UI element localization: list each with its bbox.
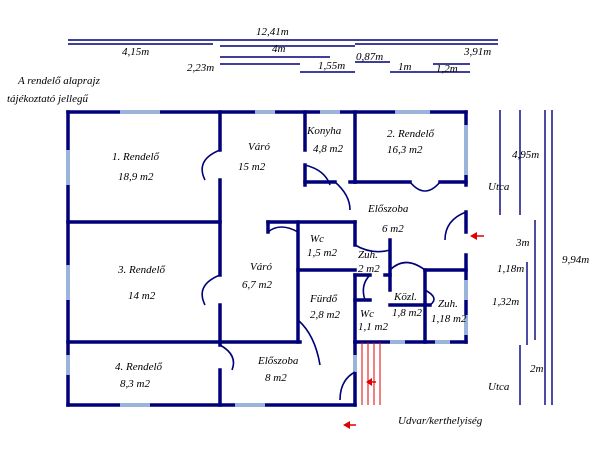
room-area-wc1: 1,5 m2	[307, 247, 337, 259]
plan-title-line1: A rendelő alaprajz	[17, 75, 101, 87]
dim-right-132: 1,32m	[492, 296, 519, 308]
room-area-varo2: 6,7 m2	[242, 279, 272, 291]
entrance-steps	[361, 342, 381, 405]
room-area-konyha: 4,8 m2	[313, 143, 343, 155]
yard-label: Udvar/kerthelyiség	[398, 415, 483, 427]
dim-middle-part: 4m	[272, 43, 286, 55]
dim-1: 1m	[398, 61, 412, 73]
room-name-wc1: Wc	[310, 233, 324, 245]
dimension-lines-right	[499, 110, 553, 405]
dim-right-part: 3,91m	[463, 46, 491, 58]
room-name-rendelo2: 2. Rendelő	[387, 128, 435, 140]
room-area-zuh1: 2 m2	[358, 263, 380, 275]
room-area-rendelo1: 18,9 m2	[118, 171, 154, 183]
entrance-arrow-icon	[366, 378, 376, 386]
windows	[66, 110, 468, 407]
room-area-eloszoba-bottom: 8 m2	[265, 372, 287, 384]
room-area-eloszoba-top: 6 m2	[382, 223, 404, 235]
room-name-konyha: Konyha	[306, 125, 342, 137]
room-area-zuh2: 1,18 m2	[431, 313, 467, 325]
room-name-rendelo3: 3. Rendelő	[117, 264, 166, 276]
dim-12: 1,2m	[436, 63, 458, 75]
door-swings	[201, 149, 467, 401]
street-label-bottom: Utca	[488, 381, 510, 393]
dim-left-part: 4,15m	[122, 46, 149, 58]
room-name-kozl: Közl.	[393, 291, 417, 303]
dim-right-2: 2m	[530, 363, 544, 375]
room-area-furdo: 2,8 m2	[310, 309, 340, 321]
dim-right-994: 9,94m	[562, 254, 589, 266]
dimension-lines-top	[68, 39, 498, 73]
room-name-eloszoba-top: Előszoba	[367, 203, 409, 215]
entrance-arrow-icon	[470, 232, 484, 240]
room-area-varo1: 15 m2	[238, 161, 266, 173]
plan-title-line2: tájékoztató jellegű	[7, 93, 88, 105]
room-area-rendelo3: 14 m2	[128, 290, 156, 302]
room-area-wc2: 1,1 m2	[358, 321, 388, 333]
room-area-kozl: 1,8 m2	[392, 307, 422, 319]
dim-155: 1,55m	[318, 60, 345, 72]
street-label-top: Utca	[488, 181, 510, 193]
dim-right-3: 3m	[515, 237, 530, 249]
room-name-rendelo1: 1. Rendelő	[112, 151, 160, 163]
room-name-zuh1: Zuh.	[358, 249, 378, 261]
dim-total-width: 12,41m	[256, 26, 289, 38]
dim-087: 0,87m	[356, 51, 383, 63]
room-area-rendelo4: 8,3 m2	[120, 378, 150, 390]
room-name-varo1: Váró	[248, 141, 271, 153]
dim-223: 2,23m	[187, 62, 214, 74]
dim-right-495: 4,95m	[512, 149, 539, 161]
room-name-rendelo4: 4. Rendelő	[115, 361, 163, 373]
room-name-furdo: Fürdő	[309, 293, 338, 305]
room-name-zuh2: Zuh.	[438, 298, 458, 310]
room-name-varo2: Váró	[250, 261, 273, 273]
dim-right-118: 1,18m	[497, 263, 524, 275]
entrance-arrow-icon	[343, 421, 356, 429]
room-area-rendelo2: 16,3 m2	[387, 144, 423, 156]
room-name-eloszoba-bottom: Előszoba	[257, 355, 299, 367]
room-name-wc2: Wc	[360, 308, 374, 320]
